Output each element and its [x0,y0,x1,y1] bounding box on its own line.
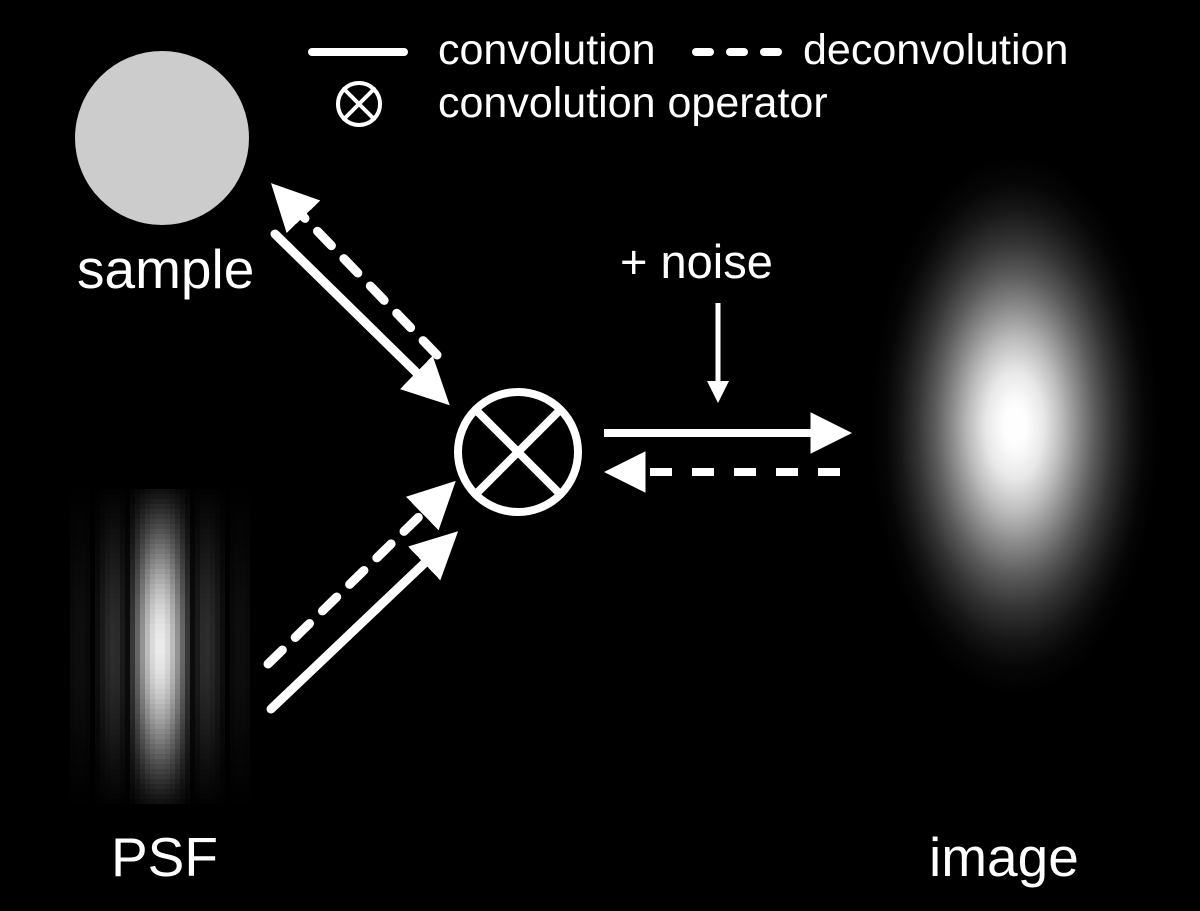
edge-operator-to-sample [270,183,442,360]
annotation-noise: + noise [620,235,773,288]
legend-operator-icon [336,81,382,127]
legend-solid-line-icon [308,48,408,56]
legend-dashed-line-icon-2 [726,48,748,56]
edge-psf-to-operator-dashed [263,480,456,669]
legend-label-convolution-operator: convolution operator [438,79,828,127]
node-label-psf: PSF [111,826,218,888]
image-blob [855,75,1175,805]
edge-psf-to-operator-solid [266,531,459,714]
sample-disc [75,51,249,225]
edge-sample-to-operator [270,229,450,406]
convolution-operator-symbol [454,388,582,516]
node-label-sample: sample [77,238,255,300]
psf-image [70,489,250,804]
legend-label-deconvolution: deconvolution [803,26,1069,74]
legend-dashed-line-icon-3 [760,48,782,56]
node-label-image: image [929,826,1079,888]
legend-label-convolution: convolution [438,26,656,74]
legend-dashed-line-icon [692,48,714,56]
